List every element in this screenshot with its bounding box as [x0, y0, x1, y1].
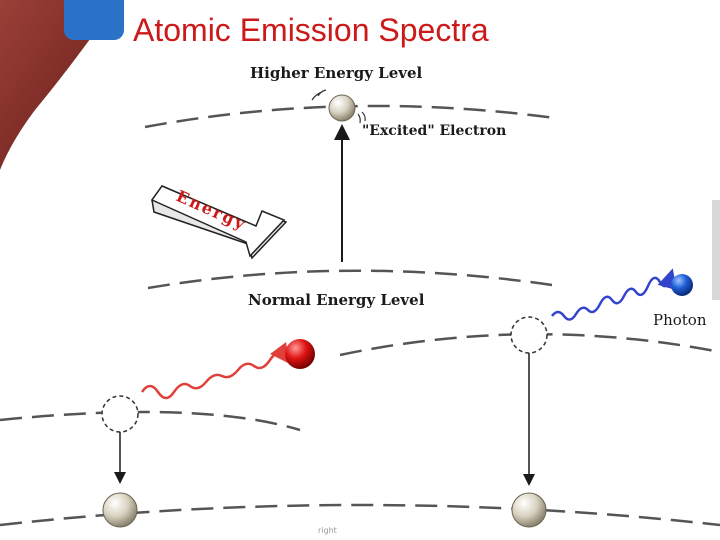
empty-orbit-left [101, 395, 139, 433]
accent-box [64, 0, 124, 40]
inner-arc-bottom [0, 503, 720, 527]
copyright-text: right [318, 526, 337, 535]
corner-decoration [0, 0, 118, 170]
empty-orbit-right [510, 316, 548, 354]
ground-electron-right [511, 492, 547, 528]
normal-energy-level-label: Normal Energy Level [248, 291, 425, 309]
emitted-photon-wave [551, 268, 677, 321]
blue-photon [671, 274, 693, 296]
outer-arc-upper [339, 333, 720, 357]
ground-electron-left [102, 492, 138, 528]
excited-electron-label: "Excited" Electron [362, 123, 507, 139]
normal-level-arc [147, 269, 553, 290]
slide-title: Atomic Emission Spectra [133, 12, 489, 48]
vibration-marks-left [311, 89, 327, 101]
red-photon [285, 339, 315, 369]
higher-energy-level-label: Higher Energy Level [250, 64, 423, 82]
photon-label: Photon [653, 311, 707, 329]
vibration-marks-right [357, 111, 366, 124]
right-edge-decoration [712, 200, 720, 300]
excited-electron [328, 94, 356, 122]
incoming-photon-wave [140, 341, 291, 400]
energy-arrow: Energy [150, 185, 288, 260]
outer-arc-lower [0, 410, 301, 432]
